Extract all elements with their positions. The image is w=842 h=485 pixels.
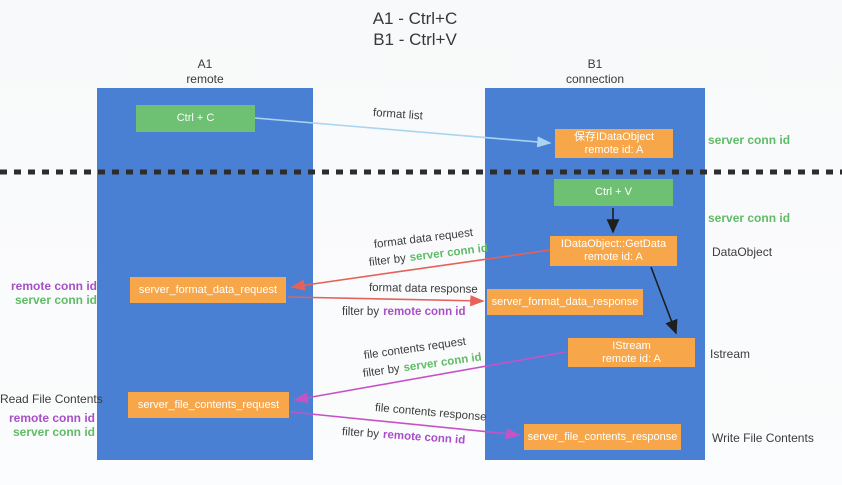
left-conn-id-pair-file: remote conn id server conn id [0, 411, 95, 439]
getdata-line2: remote id: A [584, 251, 643, 263]
filter-by-text: filter by [368, 252, 407, 269]
istream-line1: IStream [612, 339, 651, 352]
title-line-ctrl-c: A1 - Ctrl+C [372, 9, 458, 28]
read-file-contents-label: Read File Contents [0, 392, 103, 406]
remote-conn-id-left-2: remote conn id [8, 411, 95, 425]
server-file-contents-response-box: server_file_contents_response [524, 424, 681, 450]
server-format-data-response-label: server_format_data_response [491, 295, 639, 308]
getdata-box: IDataObject::GetData remote id: A [550, 236, 677, 266]
file-contents-response-label: file contents response [374, 402, 487, 424]
ctrl-c-box: Ctrl + C [136, 105, 255, 132]
filter-by-text: filter by [342, 306, 380, 318]
remote-conn-id-left-1: remote conn id [10, 279, 97, 293]
server-conn-id-side-top: server conn id [708, 133, 791, 147]
server-format-data-request-label: server_format_data_request [138, 283, 278, 296]
lane-b1-role: connection [565, 72, 625, 86]
filter-by-text: filter by [341, 426, 380, 441]
ctrl-v-box: Ctrl + V [554, 179, 673, 206]
server-file-contents-response-label: server_file_contents_response [527, 430, 678, 443]
format-list-label: format list [372, 107, 424, 123]
server-conn-id-left-2: server conn id [12, 425, 95, 439]
lane-b1-header: B1 connection [485, 57, 705, 87]
lane-a1-name: A1 [197, 57, 213, 71]
save-dataobject-box: 保存IDataObject remote id: A [555, 129, 673, 158]
title-line-ctrl-v: B1 - Ctrl+V [373, 30, 457, 49]
istream-side-label: Istream [710, 347, 751, 361]
filter-by-text: filter by [362, 362, 401, 380]
istream-box: IStream remote id: A [568, 338, 695, 367]
remote-conn-id-text: remote conn id [382, 428, 466, 447]
lane-a1-role: remote [186, 72, 224, 86]
save-dataobject-line2: remote id: A [584, 143, 644, 156]
save-dataobject-line1: 保存IDataObject [573, 130, 655, 143]
lane-b1-name: B1 [587, 57, 603, 71]
server-conn-id-left-1: server conn id [14, 293, 97, 307]
getdata-line1: IDataObject::GetData [560, 238, 667, 250]
ctrl-c-label: Ctrl + C [176, 112, 215, 124]
istream-line2: remote id: A [602, 352, 661, 365]
format-data-response-label: format data response [368, 282, 478, 296]
remote-conn-id-text: remote conn id [383, 306, 466, 318]
server-format-data-response-box: server_format_data_response [487, 289, 643, 315]
ctrl-v-label: Ctrl + V [595, 186, 632, 198]
write-file-contents-label: Write File Contents [712, 431, 814, 445]
server-conn-id-text: server conn id [409, 242, 489, 264]
dataobject-side-label: DataObject [712, 245, 773, 259]
diagram-title: A1 - Ctrl+C B1 - Ctrl+V [320, 8, 510, 50]
lane-a1-header: A1 remote [97, 57, 313, 87]
server-conn-id-side-mid: server conn id [708, 211, 791, 225]
left-conn-id-pair-format: remote conn id server conn id [0, 279, 97, 307]
format-data-response-arrow [287, 295, 485, 307]
server-format-data-request-box: server_format_data_request [130, 277, 286, 303]
server-file-contents-request-box: server_file_contents_request [128, 392, 289, 418]
server-file-contents-request-label: server_file_contents_request [137, 398, 280, 411]
